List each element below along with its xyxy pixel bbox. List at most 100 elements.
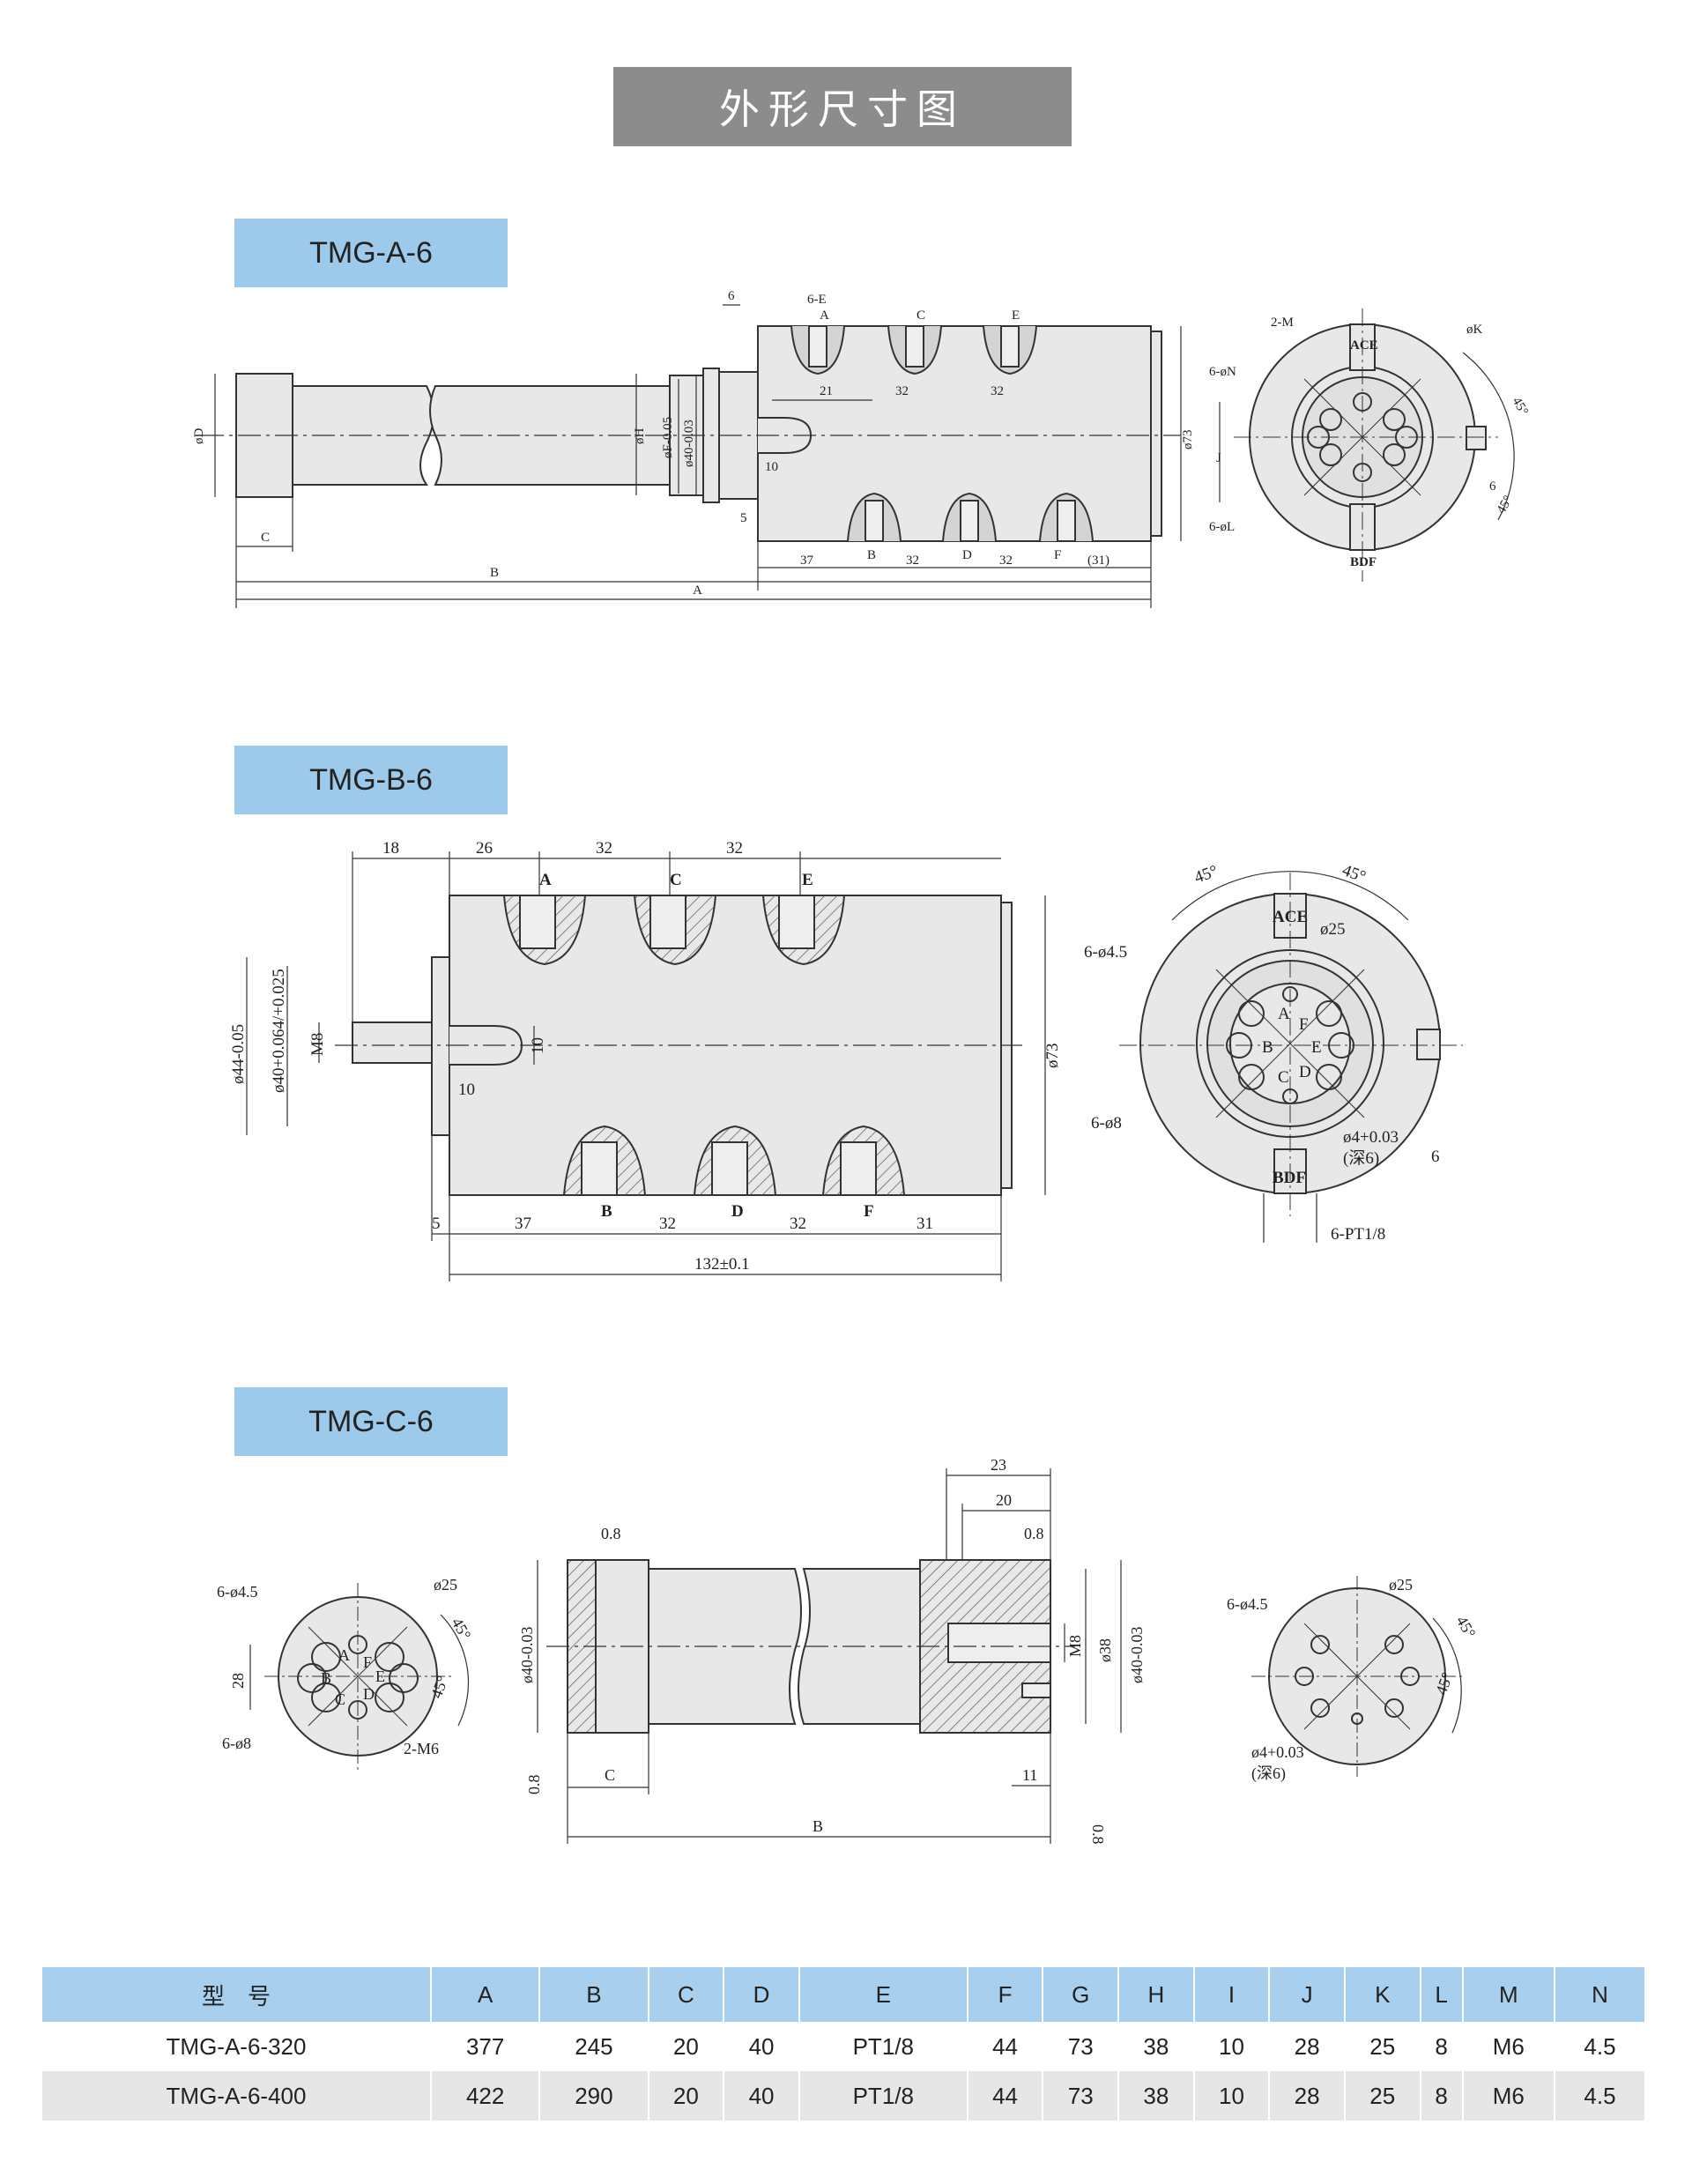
dimension-label: 6-ø4.5 bbox=[1227, 1595, 1268, 1613]
table-cell: TMG-A-6-400 bbox=[41, 2071, 431, 2121]
header-e: E bbox=[798, 1967, 968, 2022]
header-j: J bbox=[1268, 1967, 1345, 2022]
c-right-end-view bbox=[1251, 1576, 1463, 1777]
dimension-label: 45° bbox=[1510, 395, 1531, 418]
dimension-label: 45° bbox=[449, 1615, 475, 1643]
dimension-label: 5 bbox=[432, 1215, 441, 1233]
b-ports-top bbox=[503, 895, 845, 966]
table-cell: 73 bbox=[1042, 2022, 1119, 2071]
b-flange bbox=[431, 956, 450, 1136]
a-end-view bbox=[1219, 308, 1515, 582]
header-k: K bbox=[1343, 1967, 1421, 2022]
table-cell: 40 bbox=[723, 2071, 799, 2121]
dimension-label: øD bbox=[192, 428, 206, 445]
dimension-label: 20 bbox=[996, 1491, 1012, 1509]
dimension-label: øH bbox=[633, 428, 647, 445]
dimension-label: C bbox=[916, 308, 925, 323]
header-n: N bbox=[1554, 1967, 1644, 2022]
dimension-label: 10 bbox=[458, 1081, 475, 1099]
table-cell: 20 bbox=[647, 2022, 724, 2071]
dimension-label: B bbox=[867, 548, 876, 562]
dimension-label: ø73 bbox=[1181, 430, 1195, 450]
dimension-label: 2-M bbox=[1271, 316, 1294, 330]
dimension-label: øK bbox=[1466, 323, 1483, 337]
table-cell: 28 bbox=[1268, 2022, 1345, 2071]
dimension-label: ø40-0.03 bbox=[682, 420, 696, 467]
dimension-label: B bbox=[321, 1669, 331, 1687]
a-ports-bottom bbox=[847, 492, 1094, 542]
dimension-label: M8 bbox=[308, 1033, 327, 1056]
dimension-label: B bbox=[490, 566, 499, 580]
table-cell: 290 bbox=[538, 2071, 649, 2121]
dimension-label: 18 bbox=[382, 839, 399, 858]
table-cell: 38 bbox=[1117, 2022, 1194, 2071]
dimension-label: M8 bbox=[1066, 1635, 1084, 1657]
dimension-label: 5 bbox=[740, 511, 747, 525]
dimension-label: ACE bbox=[1273, 908, 1308, 926]
table-cell: 245 bbox=[538, 2022, 649, 2071]
table-cell: 10 bbox=[1192, 2022, 1270, 2071]
page-title-bar: 外形尺寸图 bbox=[613, 67, 1072, 146]
dimension-label: D bbox=[363, 1685, 375, 1703]
dimension-label: C bbox=[605, 1766, 615, 1784]
dimension-label: A bbox=[820, 308, 829, 323]
dimension-label: 0.8 bbox=[1024, 1525, 1044, 1542]
dimension-label: F bbox=[363, 1653, 372, 1671]
dimension-label: E bbox=[375, 1668, 385, 1685]
dimension-label: øF-0.05 bbox=[661, 417, 675, 458]
dimension-label: ø4+0.03 bbox=[1251, 1743, 1304, 1761]
section-label-c: TMG-C-6 bbox=[234, 1387, 508, 1456]
table-cell: M6 bbox=[1461, 2022, 1555, 2071]
c-left-end-view bbox=[249, 1583, 470, 1770]
table-cell: 25 bbox=[1343, 2071, 1421, 2121]
dimension-label: 45° bbox=[1192, 862, 1221, 888]
section-label-a: TMG-A-6 bbox=[234, 219, 508, 287]
table-row: TMG-A-6-320 377 245 20 40 PT1/8 44 73 38… bbox=[41, 2022, 1644, 2071]
dimension-label: ø4+0.03 bbox=[1343, 1128, 1399, 1147]
dimension-label: 6-ø4.5 bbox=[217, 1583, 258, 1601]
dimension-label: B bbox=[813, 1817, 823, 1835]
dimension-label: 23 bbox=[991, 1456, 1006, 1474]
dimension-label: D bbox=[1299, 1063, 1311, 1081]
table-cell: 25 bbox=[1343, 2022, 1421, 2071]
header-l: L bbox=[1419, 1967, 1463, 2022]
dimension-label: E bbox=[1012, 308, 1020, 323]
table-cell: 10 bbox=[1192, 2071, 1270, 2121]
header-b: B bbox=[538, 1967, 649, 2022]
dimension-label: 6-ø4.5 bbox=[1084, 943, 1127, 962]
dimension-label: 32 bbox=[659, 1215, 676, 1233]
c-side-view bbox=[546, 1559, 1075, 1734]
table-cell: 4.5 bbox=[1554, 2071, 1644, 2121]
table-cell: 44 bbox=[966, 2071, 1043, 2121]
header-m: M bbox=[1461, 1967, 1555, 2022]
header-c: C bbox=[647, 1967, 724, 2022]
dimension-label: ø25 bbox=[1320, 920, 1346, 939]
dimension-label: 6 bbox=[728, 289, 735, 303]
dimension-label: 37 bbox=[515, 1215, 531, 1233]
header-d: D bbox=[723, 1967, 799, 2022]
table-cell: 422 bbox=[429, 2071, 540, 2121]
dimension-label: 37 bbox=[800, 553, 814, 568]
header-model: 型 号 bbox=[41, 1967, 431, 2022]
dimension-label: J bbox=[1216, 451, 1221, 465]
dimension-label: ø38 bbox=[1096, 1638, 1114, 1662]
b-ports-bottom bbox=[563, 1125, 905, 1196]
table-header-row: 型 号 A B C D E F G H I J K L M N bbox=[41, 1967, 1644, 2022]
drawing-a: 6 6-E C E 21 32 32 10 5 øD øH øF-0.05 ø4… bbox=[192, 289, 1531, 608]
dimension-label: 32 bbox=[991, 384, 1004, 398]
table-row: TMG-A-6-400 422 290 20 40 PT1/8 44 73 38… bbox=[41, 2071, 1644, 2121]
dimension-label: ø40-0.03 bbox=[1128, 1627, 1146, 1684]
dimension-label: 6 bbox=[1431, 1148, 1440, 1166]
dimension-label: 11 bbox=[1022, 1766, 1037, 1784]
dimension-label: 6-PT1/8 bbox=[1331, 1225, 1385, 1244]
dimension-label: D bbox=[731, 1202, 744, 1221]
dimension-label: ø44-0.05 bbox=[229, 1024, 248, 1084]
table-cell: 44 bbox=[966, 2022, 1043, 2071]
dimension-label: C bbox=[1278, 1068, 1289, 1087]
table-cell: 73 bbox=[1042, 2071, 1119, 2121]
dimension-label: A bbox=[539, 871, 552, 889]
dimension-label: 32 bbox=[596, 839, 612, 858]
section-label-b: TMG-B-6 bbox=[234, 746, 508, 814]
header-i: I bbox=[1192, 1967, 1270, 2022]
